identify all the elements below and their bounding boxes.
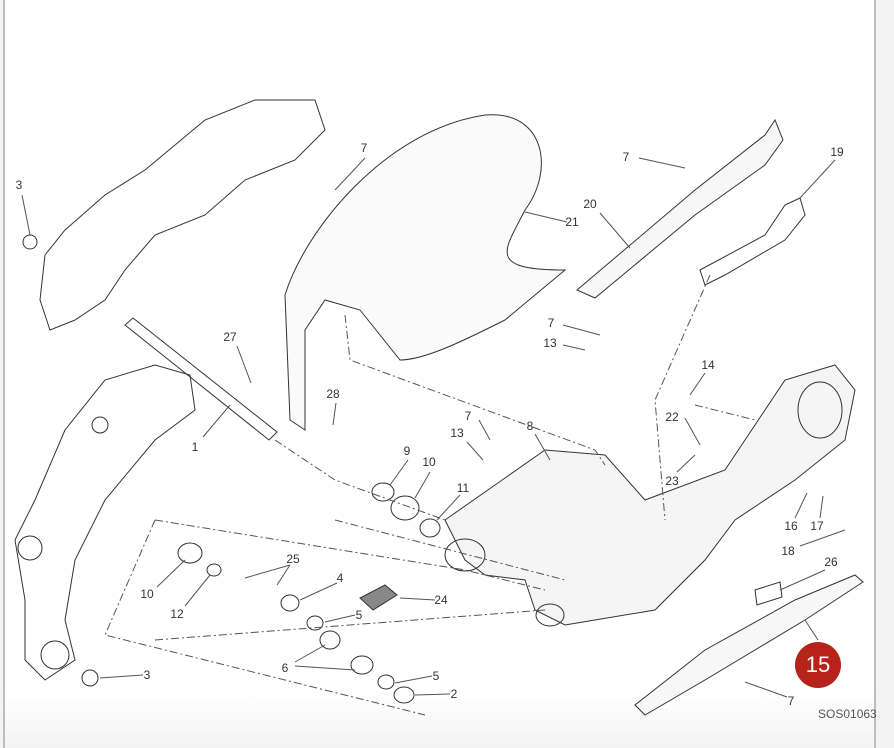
bearing-6b (350, 655, 374, 675)
callout-5: 5 (432, 669, 440, 683)
washer-2 (393, 686, 415, 704)
callout-7: 7 (464, 409, 472, 423)
callout-12: 12 (170, 607, 184, 621)
callout-27: 27 (223, 330, 237, 344)
bearing-9 (371, 482, 395, 502)
seal-5 (306, 615, 324, 631)
callout-28: 28 (326, 387, 340, 401)
callout-25: 25 (286, 552, 300, 566)
swingarm (444, 364, 856, 626)
seal-5b (377, 674, 395, 690)
callout-5: 5 (355, 608, 363, 622)
callout-2: 2 (450, 687, 458, 701)
callout-6: 6 (281, 661, 289, 675)
bearing-10b (177, 542, 203, 564)
callout-24: 24 (434, 593, 448, 607)
callout-16: 16 (784, 519, 798, 533)
callout-9: 9 (403, 444, 411, 458)
callout-13: 13 (450, 426, 464, 440)
diagram-sheet: 3 7 21 7 20 19 7 13 14 27 28 22 7 13 8 9… (3, 0, 877, 748)
callout-7: 7 (787, 694, 795, 708)
callout-13: 13 (543, 336, 557, 350)
callout-3: 3 (143, 668, 151, 682)
upper-chain-guard (576, 118, 784, 299)
bolt-3 (22, 234, 38, 250)
callout-18: 18 (781, 544, 795, 558)
callout-4: 4 (336, 571, 344, 585)
bracket-19 (699, 197, 806, 286)
callout-8: 8 (526, 419, 534, 433)
rear-fender (284, 114, 567, 431)
callout-10: 10 (140, 587, 154, 601)
callout-11: 11 (456, 481, 470, 495)
callout-14: 14 (701, 358, 715, 372)
exploded-parts-drawing (14, 99, 864, 716)
bushing-4 (280, 594, 300, 612)
callout-7: 7 (360, 141, 368, 155)
pad-24 (359, 584, 398, 611)
bearing-10 (390, 495, 420, 521)
callout-23: 23 (665, 474, 679, 488)
drawing-code: SOS01063 (818, 707, 877, 721)
frame-plate (14, 364, 196, 681)
callout-19: 19 (830, 145, 844, 159)
bearing-6 (319, 630, 341, 650)
callout-21: 21 (565, 215, 579, 229)
callout-7: 7 (622, 150, 630, 164)
bolt-3b (81, 669, 99, 687)
bottom-fade (5, 688, 874, 748)
callout-26: 26 (824, 555, 838, 569)
frame-upper (39, 99, 326, 331)
label-26 (754, 581, 783, 606)
ring-12 (206, 563, 222, 577)
callout-1: 1 (191, 440, 199, 454)
callout-10: 10 (422, 455, 436, 469)
callout-20: 20 (583, 197, 597, 211)
callout-22: 22 (665, 410, 679, 424)
bushing-11 (419, 518, 441, 538)
callout-17: 17 (810, 519, 824, 533)
callout-3: 3 (15, 178, 23, 192)
lower-chain-guard (634, 574, 864, 716)
callout-7: 7 (547, 316, 555, 330)
pivot-shaft (124, 317, 278, 441)
page-number-badge: 15 (795, 642, 841, 688)
